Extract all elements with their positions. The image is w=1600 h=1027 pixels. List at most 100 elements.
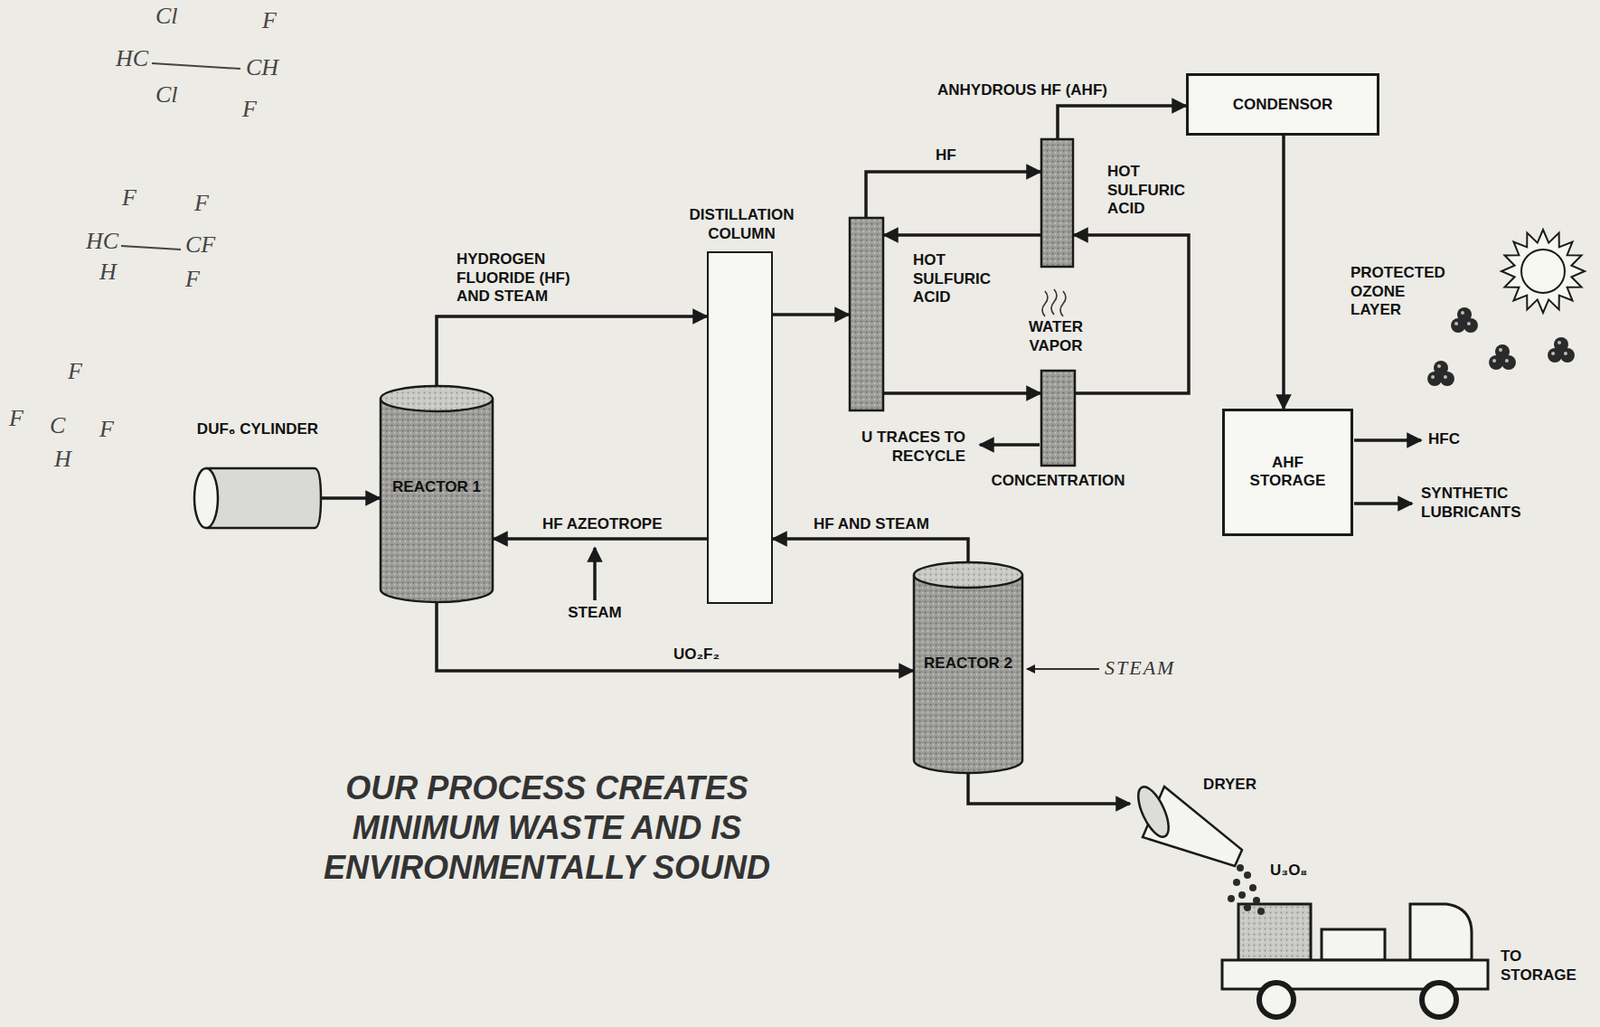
flow-arrow <box>321 496 380 500</box>
product-label: HFC <box>1428 430 1460 450</box>
product-label: SYNTHETIC LUBRICANTS <box>1421 484 1575 522</box>
atom-highlight <box>1467 321 1471 326</box>
flow-arrow <box>1281 135 1286 409</box>
absorber-column <box>848 216 885 412</box>
sun-rays <box>1501 229 1585 313</box>
note-label: PROTECTED OZONE LAYER <box>1350 263 1459 320</box>
handwritten-atom: HC <box>115 47 149 71</box>
vapor-squiggles <box>1042 289 1066 317</box>
stream-label: UO₂F₂ <box>673 645 720 665</box>
pellet <box>1238 891 1246 899</box>
atom <box>1560 348 1575 363</box>
node-shape <box>848 216 885 412</box>
flow-arrow <box>1073 235 1189 394</box>
flow-arrow <box>436 602 913 671</box>
handwritten-atom: CH <box>245 56 279 80</box>
u3o8-pellets <box>1227 864 1265 915</box>
stream-label: WATER VAPOR <box>1010 318 1102 356</box>
molecule-icons <box>1427 307 1575 386</box>
atom <box>1547 348 1563 363</box>
destination-label: TO STORAGE <box>1500 947 1587 985</box>
handwritten-atom: C <box>49 414 66 438</box>
handwritten-atom: F <box>242 97 257 122</box>
handwritten-atom: F <box>99 417 114 442</box>
sun-disc <box>1521 249 1565 293</box>
flow-arrow <box>436 316 707 386</box>
flow-arrow <box>968 772 1130 804</box>
condensor-box: CONDENSOR <box>1185 73 1380 136</box>
product-label: U₃O₈ <box>1270 861 1308 881</box>
dryer: DRYER <box>1129 779 1257 881</box>
handwritten-atom: F <box>9 406 24 431</box>
handwritten-atom: HC <box>85 229 119 254</box>
stream-label: HYDROGEN FLUORIDE (HF) AND STEAM <box>456 250 584 307</box>
gas-cylinder: DUF₆ CYLINDER <box>193 467 322 529</box>
stream-label: STEAM <box>563 603 627 623</box>
atom-highlight <box>1437 364 1441 368</box>
flow-arrow <box>884 391 1041 396</box>
stream-label: HF AND STEAM <box>813 515 930 535</box>
atom-highlight <box>1454 321 1459 326</box>
atom-highlight <box>1460 310 1465 315</box>
stream-label: ANHYDROUS HF (AHF) <box>937 81 1108 101</box>
node-label: REACTOR 1 <box>379 478 494 498</box>
sun-icon <box>1501 229 1585 313</box>
pellet <box>1243 903 1252 912</box>
node-shape <box>193 467 322 529</box>
atom <box>1450 318 1466 333</box>
node-label: CONCENTRATION <box>986 471 1130 491</box>
atom-highlight <box>1563 351 1568 356</box>
caption: OUR PROCESS CREATES MINIMUM WASTE AND IS… <box>271 768 823 888</box>
node-label: CONDENSOR <box>1188 94 1377 114</box>
handwritten-atom: F <box>122 186 137 210</box>
pellet <box>1236 864 1244 872</box>
atom-highlight <box>1430 375 1435 379</box>
node-label: AHF STORAGE <box>1224 453 1351 491</box>
handwritten-atom: F <box>67 359 83 384</box>
handwritten-atom: F <box>262 9 277 33</box>
flow-arrow <box>1057 105 1186 139</box>
pellet <box>1227 894 1235 903</box>
handwritten-atom: CF <box>185 233 216 257</box>
atom-highlight <box>1492 358 1497 363</box>
node-label: DISTILLATION COLUMN <box>663 206 820 244</box>
concentration-column: CONCENTRATION <box>1040 369 1076 467</box>
atom <box>1463 318 1478 333</box>
pellet <box>1249 884 1257 892</box>
handwritten-atom: H <box>54 447 72 471</box>
pellet <box>1243 871 1252 879</box>
atom <box>1427 371 1442 386</box>
storage-box: AHF STORAGE <box>1222 408 1354 537</box>
node-shape <box>1040 138 1074 268</box>
atom-highlight <box>1505 358 1509 363</box>
stream-label: HOT SULFURIC ACID <box>912 251 1013 308</box>
distillation-column: DISTILLATION COLUMN <box>706 251 773 604</box>
node-label: DRYER <box>1185 775 1257 795</box>
atom <box>1501 355 1516 370</box>
steam-arrow <box>1026 668 1100 670</box>
handwritten-note: STEAM <box>1104 658 1176 678</box>
stream-label: U TRACES TO RECYCLE <box>820 428 966 466</box>
atom <box>1488 355 1504 370</box>
flow-arrow <box>865 171 1041 217</box>
truck <box>1222 903 1488 1017</box>
pellet <box>1257 907 1265 915</box>
node-label: REACTOR 2 <box>912 654 1024 674</box>
node-shape <box>1040 369 1076 467</box>
handwritten-atom: H <box>99 260 117 284</box>
atom-highlight <box>1551 351 1555 356</box>
pellet <box>1232 878 1241 886</box>
handwritten-atom: F <box>185 267 200 292</box>
flow-arrow <box>772 538 969 563</box>
stream-label: HF AZEOTROPE <box>542 515 663 535</box>
atom-highlight <box>1557 340 1562 345</box>
flow-arrow <box>772 312 849 317</box>
handwritten-atom: Cl <box>155 4 179 29</box>
stripper-column <box>1040 138 1074 268</box>
handwritten-bonds <box>121 63 241 250</box>
reactor-vessel: REACTOR 1 <box>379 385 494 603</box>
stream-label: HOT SULFURIC ACID <box>1107 162 1207 219</box>
flow-arrow <box>493 536 707 541</box>
